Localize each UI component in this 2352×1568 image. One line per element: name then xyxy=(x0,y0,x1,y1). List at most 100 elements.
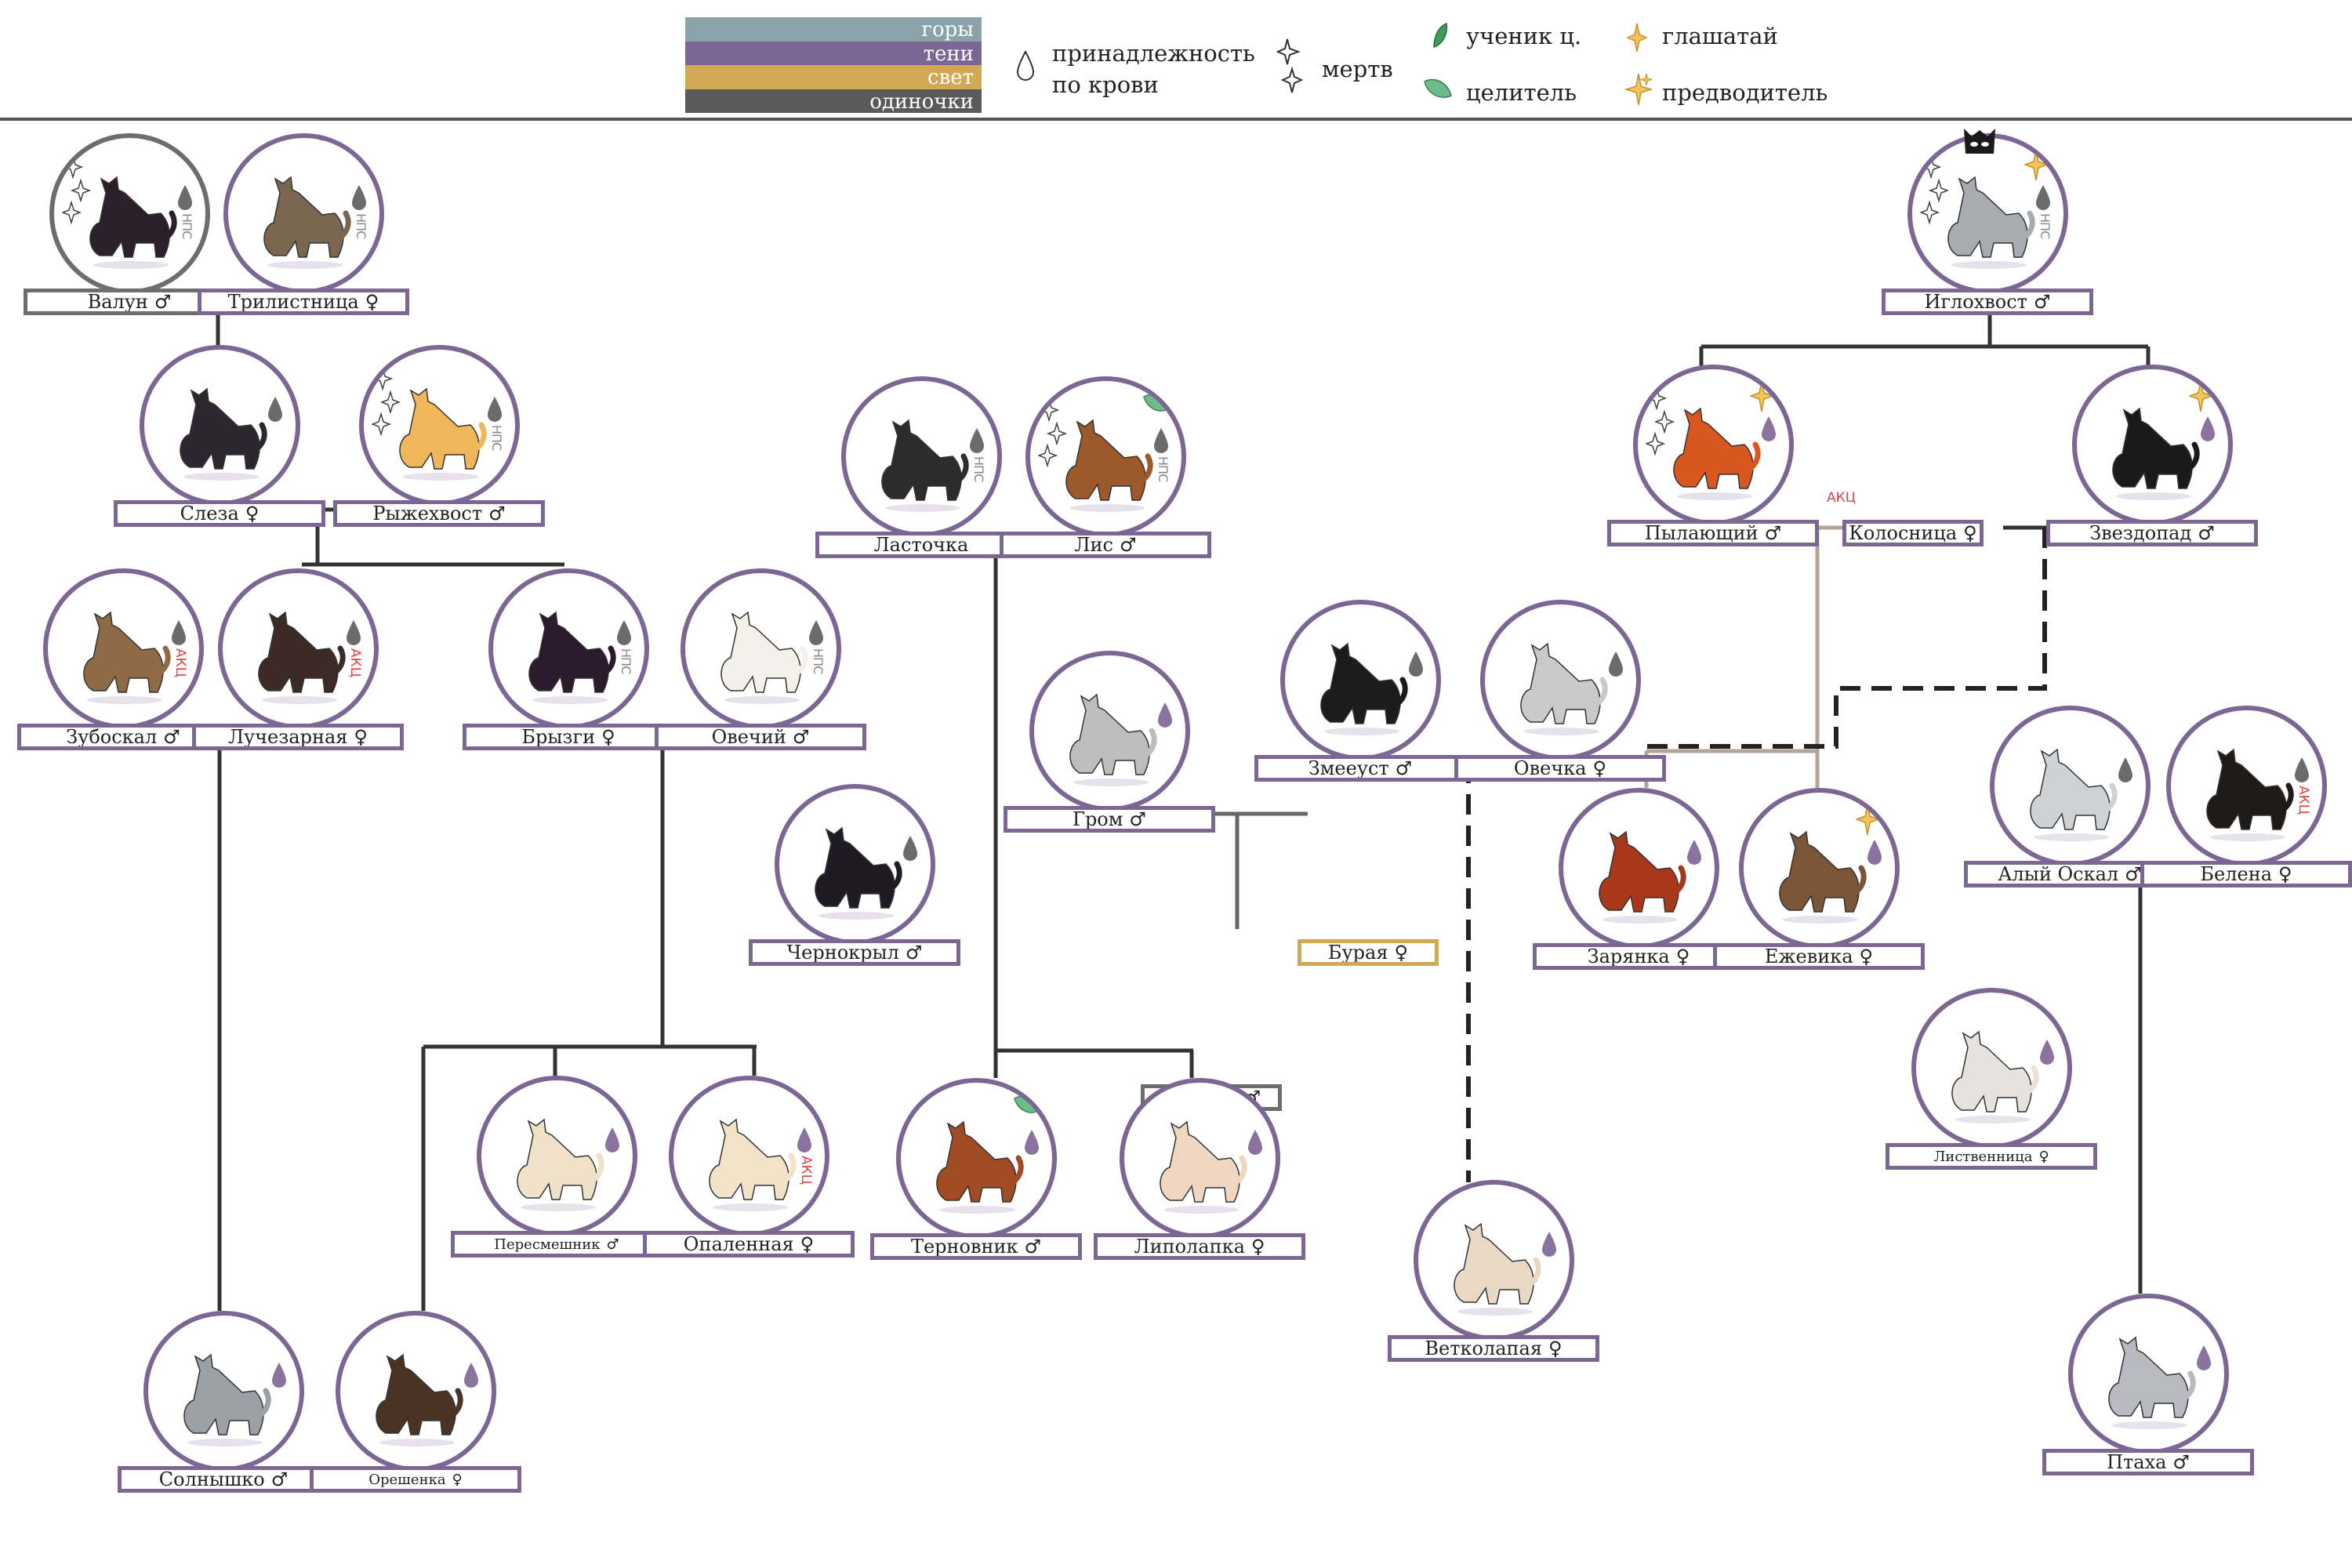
sex-symbol: ♂ xyxy=(488,503,506,524)
sex-symbol: ♀ xyxy=(800,1233,815,1255)
cat-node-solnyshko[interactable]: Солнышко♂ xyxy=(118,1311,329,1515)
akc-mark: АКЦ xyxy=(1827,490,1856,506)
cat-name-label[interactable]: Опаленная♀ xyxy=(643,1231,855,1258)
cat-name-label[interactable]: Белена♀ xyxy=(2140,861,2352,887)
cat-name-label[interactable]: Зарянка♀ xyxy=(1533,943,1744,970)
cat-name-label[interactable]: Овечка♀ xyxy=(1454,755,1666,782)
sex-symbol: ♂ xyxy=(2172,1451,2190,1473)
npc-mark: НПС xyxy=(971,456,986,482)
cat-name-label[interactable]: Слеза♀ xyxy=(114,500,325,527)
cat-name-label[interactable]: Солнышко♂ xyxy=(118,1466,329,1493)
blood-drop-icon xyxy=(2034,183,2053,215)
cat-name-label[interactable]: Пересмешник♂ xyxy=(451,1231,662,1258)
cat-name-label[interactable]: Ветколапая♀ xyxy=(1388,1335,1599,1362)
cat-node-sleza[interactable]: Слеза♀ xyxy=(114,345,325,549)
legend-leader-text: предводитель xyxy=(1662,79,1828,106)
cat-name-label[interactable]: Липолапка♀ xyxy=(1094,1233,1305,1260)
leader-stars-icon xyxy=(2187,381,2216,412)
status-mark xyxy=(1013,1094,1040,1119)
cat-node-pyl[interactable]: Пылающий♂ xyxy=(1607,365,1819,568)
sex-symbol: ♂ xyxy=(2125,863,2142,885)
cat-name-label[interactable]: Орешенка♀ xyxy=(310,1466,521,1493)
cat-node-kolos[interactable]: АКЦ Колосница♀ xyxy=(1827,365,2054,568)
cat-node-peresm[interactable]: Пересмешник♂ xyxy=(451,1076,662,1279)
blood-drop-icon xyxy=(1762,416,1776,441)
cat-illustration xyxy=(517,1118,604,1211)
cat-name-label[interactable]: Колосница♀ xyxy=(1842,520,1984,546)
cat-node-chernokryl[interactable]: Чернокрыл♂ xyxy=(749,784,960,988)
cat-name: Звездопад xyxy=(2089,522,2192,544)
sex-symbol: ♂ xyxy=(270,1468,289,1490)
blood-drop-icon xyxy=(1609,652,1623,677)
cat-name-label[interactable]: Ласточка xyxy=(815,532,1027,558)
cat-node-ternov[interactable]: Терновник♂ xyxy=(870,1078,1082,1282)
cat-name-label[interactable]: Трилистница♀ xyxy=(198,289,409,315)
legend-healer-text: целитель xyxy=(1466,79,1577,106)
cat-name-label[interactable]: Змееуст♂ xyxy=(1254,755,1466,782)
cat-name-label[interactable]: Пылающий♂ xyxy=(1607,520,1819,546)
legend-group-loners: одиночки xyxy=(685,89,982,114)
cat-name-label[interactable]: Брызги♀ xyxy=(463,724,674,750)
cat-illustration xyxy=(376,1353,463,1446)
blood-drop-icon xyxy=(1685,838,1704,869)
cat-node-listv[interactable]: Лиственница♀ xyxy=(1886,988,2097,1192)
cat-portrait: АКЦ xyxy=(218,568,379,729)
status-mark xyxy=(2187,380,2216,416)
cat-node-ptaha[interactable]: Птаха♂ xyxy=(2042,1294,2254,1497)
cat-illustration xyxy=(2108,1336,2196,1429)
cat-name-label[interactable]: Овечий♂ xyxy=(655,724,866,750)
cat-node-ezhevika[interactable]: Ежевика♀ xyxy=(1713,788,1925,992)
cat-name-label[interactable]: Ежевика♀ xyxy=(1713,943,1925,970)
cat-node-zaryanka[interactable]: Зарянка♀ xyxy=(1533,788,1744,992)
cat-name-label[interactable]: Лиственница♀ xyxy=(1886,1143,2097,1170)
cat-name-label[interactable]: Бурая♀ xyxy=(1298,939,1439,966)
cat-illustration xyxy=(2112,407,2200,500)
cat-illustration xyxy=(1069,693,1157,786)
blood-drop-icon xyxy=(617,620,631,645)
cat-portrait xyxy=(143,1311,304,1472)
sparkle-dead-icon xyxy=(60,154,93,227)
cat-portrait: НПС xyxy=(841,376,1002,537)
cat-portrait xyxy=(1414,1180,1574,1341)
cat-name-label[interactable]: Лучезарная♀ xyxy=(192,724,404,750)
status-mark xyxy=(2023,149,2052,185)
cat-node-vetko[interactable]: Ветколапая♀ xyxy=(1388,1180,1599,1384)
cat-name-label[interactable]: Чернокрыл♂ xyxy=(749,939,960,966)
sparkle-dead-icon xyxy=(1644,386,1675,456)
cat-node-lipo[interactable]: Липолапка♀ xyxy=(1094,1078,1305,1282)
blood-drop-icon xyxy=(901,834,920,866)
cat-name-label[interactable]: Лис♂ xyxy=(1000,532,1211,558)
cat-name-label[interactable]: Рыжехвост♂ xyxy=(333,500,545,527)
cat-node-oreshenka[interactable]: Орешенка♀ xyxy=(310,1311,521,1515)
cat-node-buraya[interactable]: Бурая♀ xyxy=(1298,784,1509,988)
sex-symbol: ♂ xyxy=(1764,522,1782,544)
cat-node-lastochka[interactable]: НПС Ласточка xyxy=(815,376,1027,580)
cat-name-label[interactable]: Звездопад♂ xyxy=(2046,520,2258,546)
cat-node-zvezdo[interactable]: Звездопад♂ xyxy=(2046,365,2258,568)
cat-name-label[interactable]: Терновник♂ xyxy=(870,1233,1082,1260)
blood-drop-icon xyxy=(352,185,366,210)
cat-illustration xyxy=(1599,830,1686,924)
cat-portrait xyxy=(896,1078,1057,1239)
cat-node-ovechka[interactable]: Овечка♀ xyxy=(1454,600,1666,804)
cat-node-zmeeust[interactable]: Змееуст♂ xyxy=(1254,600,1466,804)
cat-name-label[interactable]: Гром♂ xyxy=(1004,806,1215,833)
cat-node-grom[interactable]: Гром♂ xyxy=(1004,651,1215,855)
cat-name-label[interactable]: Птаха♂ xyxy=(2042,1449,2254,1475)
apprentice-leaf-icon xyxy=(1433,22,1448,49)
cat-name-label[interactable]: Иглохвост♂ xyxy=(1882,289,2093,315)
cat-illustration xyxy=(1320,642,1408,735)
blood-drop-icon xyxy=(176,183,194,215)
blood-drop-icon xyxy=(1406,650,1425,681)
